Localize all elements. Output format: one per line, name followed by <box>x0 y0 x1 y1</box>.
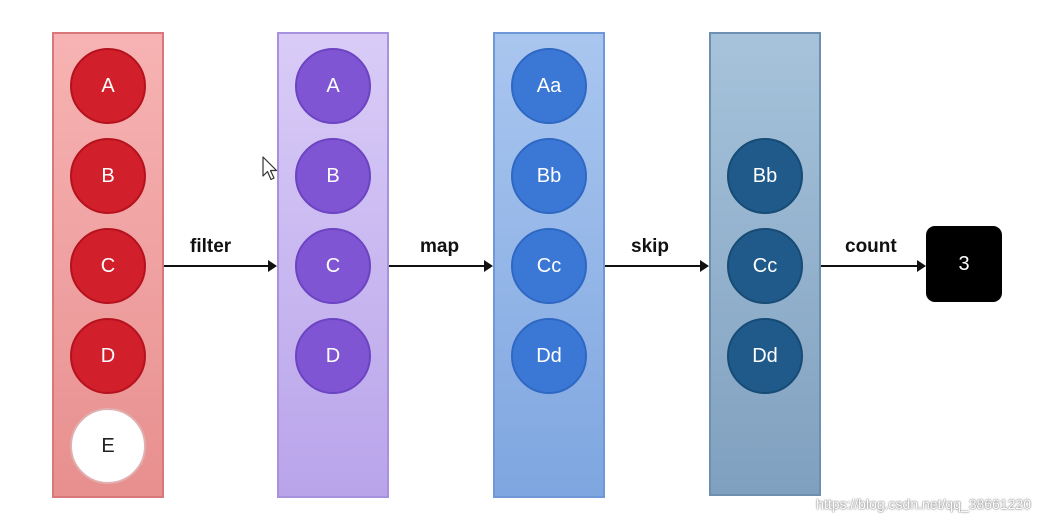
stream-column-filtered: A B C D <box>277 32 389 498</box>
skip-arrow <box>605 260 709 272</box>
stream-element: B <box>70 138 146 214</box>
skip-label: skip <box>631 236 670 257</box>
map-label: map <box>420 236 460 257</box>
stream-element: D <box>295 318 371 394</box>
stream-element: C <box>295 228 371 304</box>
stream-element: Cc <box>511 228 587 304</box>
stream-column-skipped: Bb Cc Dd <box>709 32 821 496</box>
stream-element: Bb <box>727 138 803 214</box>
count-arrow <box>821 260 926 272</box>
result-box: 3 <box>926 226 1002 302</box>
stream-element: Cc <box>727 228 803 304</box>
stream-element: A <box>295 48 371 124</box>
stream-element: A <box>70 48 146 124</box>
filter-label: filter <box>190 236 232 257</box>
stream-element: D <box>70 318 146 394</box>
stream-element: Aa <box>511 48 587 124</box>
stream-element: C <box>70 228 146 304</box>
filter-arrow <box>164 260 277 272</box>
stream-element: Dd <box>511 318 587 394</box>
mouse-pointer-icon <box>262 156 278 181</box>
stream-element: Dd <box>727 318 803 394</box>
stream-element: Bb <box>511 138 587 214</box>
stream-element: E <box>70 408 146 484</box>
watermark: https://blog.csdn.net/qq_38661220 <box>816 496 1031 512</box>
count-label: count <box>845 236 897 257</box>
stream-column-source: A B C D E <box>52 32 164 498</box>
stream-element: B <box>295 138 371 214</box>
stream-column-mapped: Aa Bb Cc Dd <box>493 32 605 498</box>
map-arrow <box>389 260 493 272</box>
